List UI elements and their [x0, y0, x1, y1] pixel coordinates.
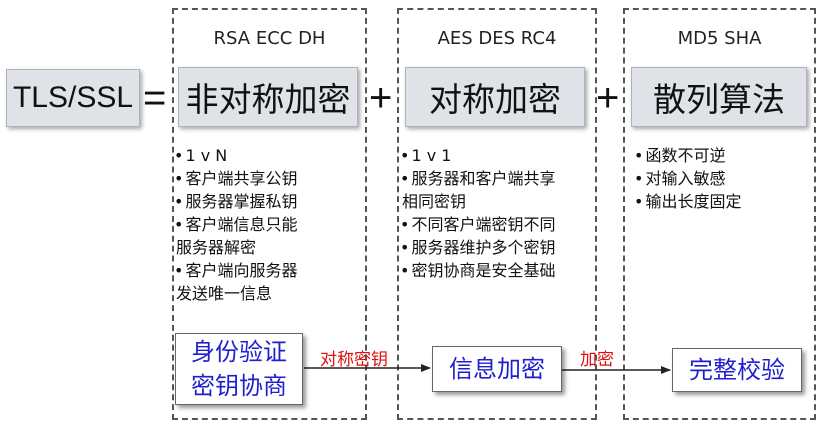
- symmetric-encryption-title: 对称加密: [405, 67, 585, 127]
- feature-item: •对输入敏感: [634, 169, 726, 188]
- equals-sign: =: [143, 76, 167, 120]
- column-frame-symmetric: [397, 8, 597, 420]
- hash-algorithm-title: 散列算法: [631, 67, 807, 127]
- arrow-label-symmetric-key: 对称密钥: [320, 350, 388, 370]
- info-encryption-box: 信息加密: [432, 346, 562, 392]
- tls-ssl-box: TLS/SSL: [6, 69, 140, 127]
- asymmetric-encryption-label: 非对称加密: [185, 80, 351, 119]
- asymmetric-encryption-title: 非对称加密: [178, 67, 358, 127]
- hash-feature-list: •函数不可逆 •对输入敏感 •输出长度固定: [634, 144, 814, 213]
- feature-item: •客户端共享公钥: [174, 169, 298, 188]
- feature-item: •客户端向服务器: [174, 261, 298, 280]
- feature-item: •不同客户端密钥不同: [400, 215, 556, 234]
- feature-item-continuation: 服务器解密: [176, 238, 257, 257]
- feature-item: •函数不可逆: [634, 146, 726, 165]
- feature-item: •客户端信息只能: [174, 215, 298, 234]
- feature-item: •1 v 1: [400, 146, 452, 165]
- feature-item: •服务器掌握私钥: [174, 192, 298, 211]
- feature-item: •1 v N: [174, 146, 228, 165]
- plus-sign-2: +: [596, 76, 620, 120]
- symmetric-encryption-label: 对称加密: [429, 80, 561, 119]
- feature-item: •输出长度固定: [634, 192, 742, 211]
- column-frame-asymmetric: [172, 8, 367, 420]
- column-frame-hash: [623, 8, 816, 420]
- algorithms-symmetric: AES DES RC4: [437, 28, 557, 49]
- feature-item: •服务器维护多个密钥: [400, 238, 556, 257]
- algorithms-hash: MD5 SHA: [677, 28, 762, 49]
- tls-ssl-label: TLS/SSL: [12, 81, 134, 114]
- feature-item-continuation: 相同密钥: [402, 192, 467, 211]
- result-line-integrity-check: 完整校验: [689, 356, 785, 384]
- result-line-info-encryption: 信息加密: [449, 355, 545, 383]
- asymmetric-feature-list: •1 v N •客户端共享公钥 •服务器掌握私钥 •客户端信息只能 服务器解密 …: [174, 144, 367, 305]
- integrity-check-box: 完整校验: [672, 348, 802, 392]
- result-line-key-exchange: 密钥协商: [191, 372, 287, 400]
- feature-item: •服务器和客户端共享: [400, 169, 556, 188]
- feature-item-continuation: 发送唯一信息: [176, 284, 273, 303]
- arrow-label-encryption: 加密: [580, 350, 614, 370]
- result-line-auth: 身份验证: [191, 338, 287, 366]
- auth-key-exchange-box: 身份验证 密钥协商: [175, 333, 303, 405]
- algorithms-asymmetric: RSA ECC DH: [213, 28, 326, 49]
- symmetric-feature-list: •1 v 1 •服务器和客户端共享 相同密钥 •不同客户端密钥不同 •服务器维护…: [400, 144, 596, 282]
- hash-algorithm-label: 散列算法: [653, 80, 785, 119]
- feature-item: •密钥协商是安全基础: [400, 261, 556, 280]
- plus-sign-1: +: [369, 76, 393, 120]
